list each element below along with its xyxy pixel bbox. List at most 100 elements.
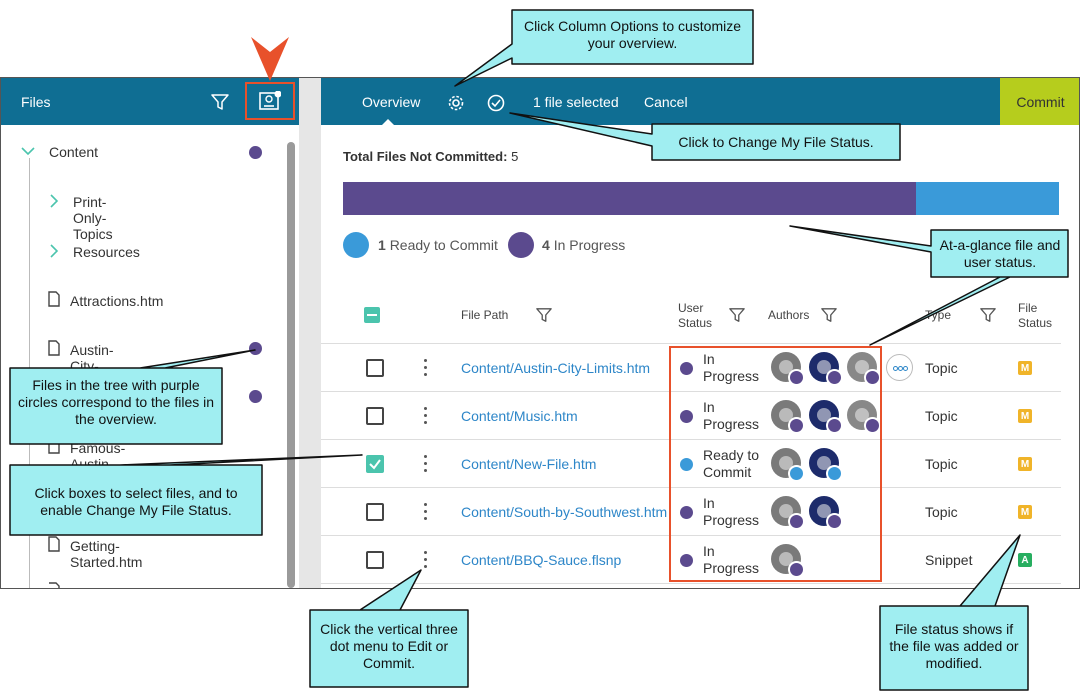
more-vertical-icon[interactable] [424, 407, 428, 425]
col-file-path[interactable]: File Path [461, 308, 509, 322]
in-progress-bar-fill [343, 182, 916, 215]
author-avatar[interactable] [809, 496, 843, 530]
author-status-badge [788, 465, 805, 482]
ready-count: 1 [378, 237, 386, 253]
file-type: Snippet [925, 552, 973, 568]
filter-icon[interactable] [211, 93, 229, 111]
col-user-status-2[interactable]: Status [678, 316, 713, 330]
file-icon [48, 536, 60, 552]
filter-icon[interactable] [821, 307, 837, 323]
author-status-badge [788, 417, 805, 434]
file-path-link[interactable]: Content/BBQ-Sauce.flsnp [461, 552, 622, 568]
user-status-line-1: In [703, 543, 715, 559]
progress-legend: 4 In Progress [542, 237, 625, 253]
row-divider [321, 535, 1061, 536]
file-path-link[interactable]: Content/South-by-Southwest.htm [461, 504, 668, 520]
callout-change-status: Click to Change My File Status. [678, 134, 874, 150]
commit-label: Commit [1016, 93, 1065, 110]
author-avatar[interactable] [809, 400, 843, 434]
more-vertical-icon[interactable] [424, 455, 428, 473]
col-file-status-2[interactable]: Status [1018, 316, 1053, 330]
file-path-link[interactable]: Content/Music.htm [461, 408, 578, 424]
tree-scrollbar[interactable] [287, 142, 295, 588]
author-avatar[interactable] [771, 448, 805, 482]
col-authors[interactable]: Authors [768, 308, 810, 322]
more-vertical-icon[interactable] [424, 551, 428, 569]
uncommitted-dot [249, 342, 262, 355]
commit-button[interactable]: Commit [1000, 78, 1079, 125]
author-avatar[interactable] [847, 400, 881, 434]
progress-label: In Progress [553, 237, 626, 253]
check-circle-icon[interactable] [487, 94, 505, 112]
callout-shape-column-options [454, 9, 754, 87]
more-vertical-icon[interactable] [424, 503, 428, 521]
overview-button-highlight[interactable] [245, 82, 295, 120]
row-checkbox[interactable] [366, 551, 384, 569]
total-value: 5 [511, 149, 519, 164]
author-avatar[interactable] [771, 496, 805, 530]
ready-label: Ready to Commit [389, 237, 498, 253]
row-checkbox[interactable] [366, 407, 384, 425]
callout-shape-select-boxes [9, 454, 363, 536]
overview-panel: Overview 1 file selected Cancel Commit T… [321, 78, 1079, 588]
filter-icon[interactable] [980, 307, 996, 323]
row-checkbox[interactable] [366, 455, 384, 473]
callout-tree-circles: Files in the tree with purple circles co… [17, 377, 215, 427]
filter-icon[interactable] [729, 307, 745, 323]
author-status-badge [826, 513, 843, 530]
selected-count: 1 file selected [533, 94, 619, 110]
user-status-line-2: Progress [703, 512, 760, 528]
callout-file-status: File status shows if the file was added … [889, 621, 1019, 671]
col-user-status-1[interactable]: User [678, 301, 704, 315]
file-path-link[interactable]: Content/Austin-City-Limits.htm [461, 360, 651, 376]
author-avatar[interactable] [771, 544, 805, 578]
author-avatar[interactable] [771, 352, 805, 386]
filter-icon[interactable] [536, 307, 552, 323]
select-all-checkbox[interactable] [364, 307, 380, 323]
file-icon [48, 340, 60, 356]
col-file-status-1[interactable]: File [1018, 301, 1038, 315]
gear-icon[interactable] [447, 94, 465, 112]
user-status-dot [680, 554, 693, 567]
callout-select-boxes: Click boxes to select files, and to enab… [34, 485, 238, 518]
file-status-badge: M [1018, 457, 1032, 471]
row-checkbox[interactable] [366, 359, 384, 377]
user-status-line-2: Progress [703, 560, 760, 576]
cancel-button[interactable]: Cancel [644, 94, 688, 110]
uncommitted-dot [249, 390, 262, 403]
user-status-line-2: Progress [703, 368, 760, 384]
author-status-badge [788, 513, 805, 530]
file-status-badge: M [1018, 409, 1032, 423]
user-status-line-1: Ready to [703, 447, 760, 463]
author-avatar[interactable] [847, 352, 881, 386]
row-checkbox[interactable] [366, 503, 384, 521]
file-type: Topic [925, 456, 958, 472]
user-status-dot [680, 506, 693, 519]
author-avatar[interactable] [771, 400, 805, 434]
overview-icon [259, 91, 281, 110]
progress-legend-dot [508, 232, 534, 258]
more-authors-button[interactable] [886, 354, 913, 381]
more-vertical-icon[interactable] [424, 359, 428, 377]
uncommitted-dot [249, 146, 262, 159]
file-path-link[interactable]: Content/New-File.htm [461, 456, 597, 472]
author-avatar[interactable] [809, 352, 843, 386]
header-divider [321, 343, 1061, 344]
user-status-line-2: Progress [703, 416, 760, 432]
tab-overview[interactable]: Overview [362, 94, 421, 110]
status-highlight-box [669, 346, 882, 582]
file-status-badge: M [1018, 361, 1032, 375]
col-type[interactable]: Type [925, 308, 952, 322]
author-avatar[interactable] [809, 448, 843, 482]
chevron-right-icon[interactable] [49, 194, 59, 208]
chevron-right-icon[interactable] [49, 244, 59, 258]
callout-at-a-glance: At-a-glance file and user status. [939, 237, 1061, 270]
chevron-down-icon[interactable] [21, 146, 35, 156]
row-divider [321, 487, 1061, 488]
